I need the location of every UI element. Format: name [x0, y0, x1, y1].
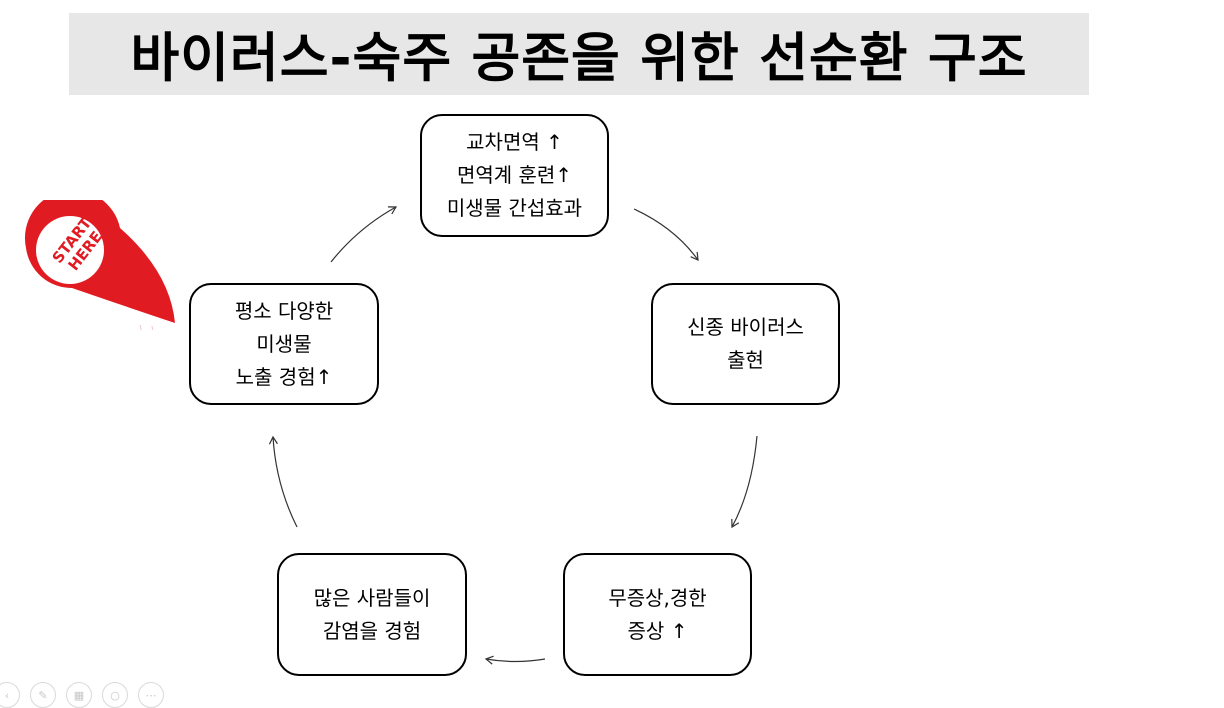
arrow-top-to-right [633, 208, 699, 261]
more-icon[interactable]: ⋯ [138, 682, 164, 708]
node-line: 평소 다양한 [234, 298, 334, 323]
node-many-infected: 많은 사람들이 감염을 경험 [277, 553, 467, 676]
node-line: 증상 ↑ [627, 618, 688, 643]
node-line: 미생물 [256, 331, 312, 356]
node-line: 감염을 경험 [322, 618, 422, 643]
node-line: 면역계 훈련↑ [456, 163, 573, 187]
node-cross-immunity: 교차면역 ↑ 면역계 훈련↑ 미생물 간섭효과 [420, 114, 609, 237]
node-new-virus: 신종 바이러스 출현 [651, 283, 840, 405]
node-microbe-exposure: 평소 다양한 미생물 노출 경험↑ [189, 283, 379, 405]
page-title: 바이러스-숙주 공존을 위한 선순환 구조 [130, 28, 1028, 89]
arrow-right-to-bottom-right [731, 435, 758, 529]
node-line: 무증상,경한 [608, 585, 707, 610]
pen-icon[interactable]: ✎ [30, 682, 56, 708]
zoom-icon[interactable]: ○ [102, 682, 128, 708]
start-here-pin-icon [24, 200, 175, 330]
arrow-bottom-left-to-left [268, 435, 298, 528]
node-line: 신종 바이러스 [687, 315, 804, 339]
prev-icon[interactable]: ‹ [0, 682, 20, 708]
node-line: 미생물 간섭효과 [446, 196, 583, 220]
slides-icon[interactable]: ▦ [66, 682, 92, 708]
arrow-bottom-right-to-bottom-left [484, 655, 546, 665]
node-line: 노출 경험↑ [235, 364, 333, 389]
node-line: 많은 사람들이 [313, 585, 431, 610]
title-banner: 바이러스-숙주 공존을 위한 선순환 구조 [69, 13, 1089, 95]
arrow-left-to-top [330, 206, 398, 263]
node-line: 교차면역 ↑ [466, 130, 563, 154]
node-mild-symptoms: 무증상,경한 증상 ↑ [563, 553, 752, 676]
node-line: 출현 [727, 348, 764, 372]
